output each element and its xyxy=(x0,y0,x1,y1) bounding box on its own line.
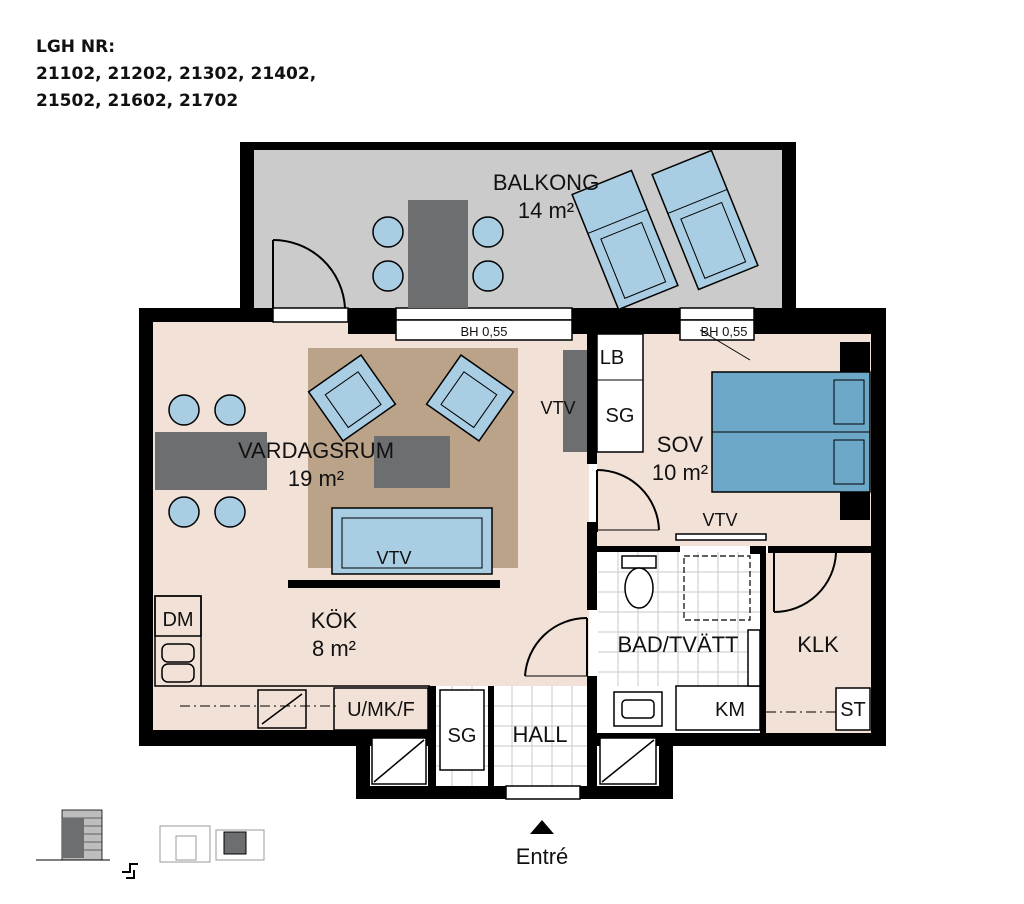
storage-right xyxy=(599,737,657,785)
balcony-chairs xyxy=(372,216,504,292)
entrance-opening xyxy=(505,785,581,800)
stove xyxy=(257,689,307,729)
windows xyxy=(272,307,755,341)
sg-bed-label: SG xyxy=(606,405,635,427)
dining-table xyxy=(155,432,267,490)
entrance-arrow-icon xyxy=(530,820,554,834)
living-name: VARDAGSRUM xyxy=(238,438,394,463)
dining-chairs xyxy=(168,394,246,528)
hall-name: HALL xyxy=(512,722,567,747)
wardrobe-lb-sg xyxy=(596,333,644,453)
compass-icon xyxy=(122,863,138,879)
hall-wardrobe xyxy=(439,689,485,771)
walls xyxy=(139,142,886,799)
bath-floor xyxy=(598,552,760,686)
bedroom-tv xyxy=(675,533,767,541)
coffee-table xyxy=(374,436,450,488)
armchair-right xyxy=(425,354,515,442)
bedroom-area: 10 m² xyxy=(652,460,708,485)
window-height-left: BH 0,55 xyxy=(461,324,508,339)
apartment-numbers: LGH NR: 21102, 21202, 21302, 21402, 2150… xyxy=(36,34,316,115)
balcony-name: BALKONG xyxy=(493,170,599,195)
kitchen-name: KÖK xyxy=(311,608,358,633)
km-label: KM xyxy=(715,699,745,721)
apartment-numbers-line1: 21102, 21202, 21302, 21402, xyxy=(36,64,317,84)
shower xyxy=(683,555,751,621)
sg-hall-label: SG xyxy=(448,725,477,747)
closet-shelf xyxy=(835,687,871,731)
washer-unit xyxy=(675,629,761,731)
bedroom-name: SOV xyxy=(657,432,704,457)
vtv-bed-label: VTV xyxy=(702,510,737,530)
bath-name: BAD/TVÄTT xyxy=(617,632,738,657)
building-key-plan xyxy=(36,809,110,861)
kitchen-counter xyxy=(154,595,430,687)
double-bed xyxy=(711,371,871,493)
entrance-label: Entré xyxy=(516,844,569,869)
vtv-living-label: VTV xyxy=(376,548,411,568)
closet-name: KLK xyxy=(797,632,839,657)
toilet xyxy=(621,555,657,609)
balcony-area: 14 m² xyxy=(518,198,574,223)
vtv-wall-label: VTV xyxy=(540,398,575,418)
sofa xyxy=(331,507,493,575)
sun-lounger-1 xyxy=(571,169,679,311)
tv-wall-unit xyxy=(563,350,587,452)
balcony-table xyxy=(408,200,468,308)
st-label: ST xyxy=(840,699,866,721)
site-key-plan xyxy=(159,825,265,863)
umkf-label: U/MK/F xyxy=(347,699,415,721)
appliance-column xyxy=(333,687,429,731)
doors xyxy=(272,238,837,677)
living-area: 19 m² xyxy=(288,466,344,491)
apartment-numbers-line2: 21502, 21602, 21702 xyxy=(36,91,239,111)
sink xyxy=(613,691,663,727)
apartment-title: LGH NR: xyxy=(36,37,116,57)
window-height-right: BH 0,55 xyxy=(701,324,748,339)
kitchen-counter-floor xyxy=(153,686,443,730)
armchair-left xyxy=(307,354,397,442)
window-leader xyxy=(699,329,751,361)
dm-label: DM xyxy=(162,609,193,631)
tv-bench xyxy=(288,580,500,588)
storage-left xyxy=(371,737,427,785)
sun-lounger-2 xyxy=(651,149,759,291)
lb-label: LB xyxy=(600,347,624,369)
kitchen-area: 8 m² xyxy=(312,636,356,661)
